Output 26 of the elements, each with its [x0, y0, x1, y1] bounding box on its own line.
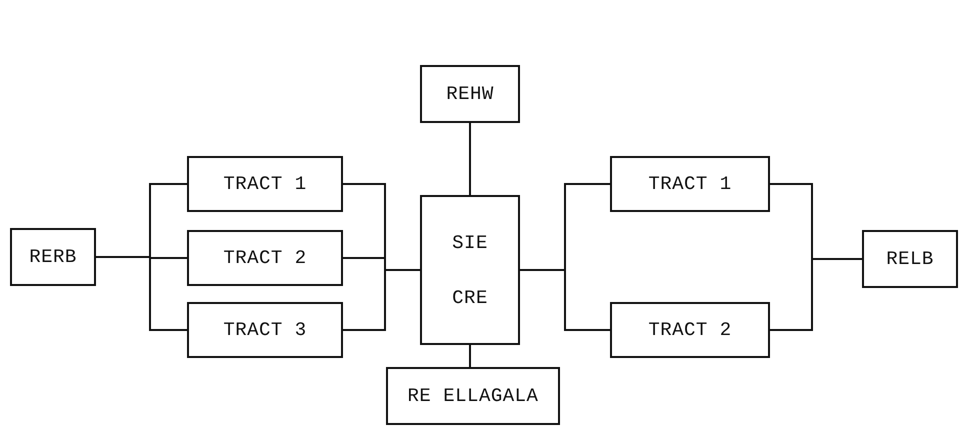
block-label: TRACT 2 — [648, 319, 732, 341]
block-label: CRE — [452, 286, 488, 308]
connector-line — [770, 258, 862, 331]
block-box — [386, 367, 560, 425]
block-box — [187, 230, 343, 286]
block-box — [10, 228, 96, 286]
connector-line — [469, 123, 471, 195]
block-box — [610, 302, 770, 358]
block-label: TRACT 2 — [223, 247, 307, 269]
block-label: TRACT 1 — [223, 173, 307, 195]
connector-line — [343, 269, 420, 331]
block-label: RELB — [886, 248, 934, 270]
block-label: RE ELLAGALA — [408, 385, 538, 407]
connector-line — [469, 345, 471, 367]
block-label: SIE — [452, 232, 488, 254]
block-label: TRACT 3 — [223, 319, 307, 341]
block-label: RERB — [29, 246, 77, 268]
block-label: TRACT 1 — [648, 173, 732, 195]
block-box — [610, 156, 770, 212]
block-box — [420, 65, 520, 123]
block-box — [862, 230, 958, 288]
block-box — [187, 156, 343, 212]
block-box — [187, 302, 343, 358]
block-box — [420, 195, 520, 345]
connector-line — [520, 269, 610, 331]
block-label: REHW — [446, 83, 494, 105]
